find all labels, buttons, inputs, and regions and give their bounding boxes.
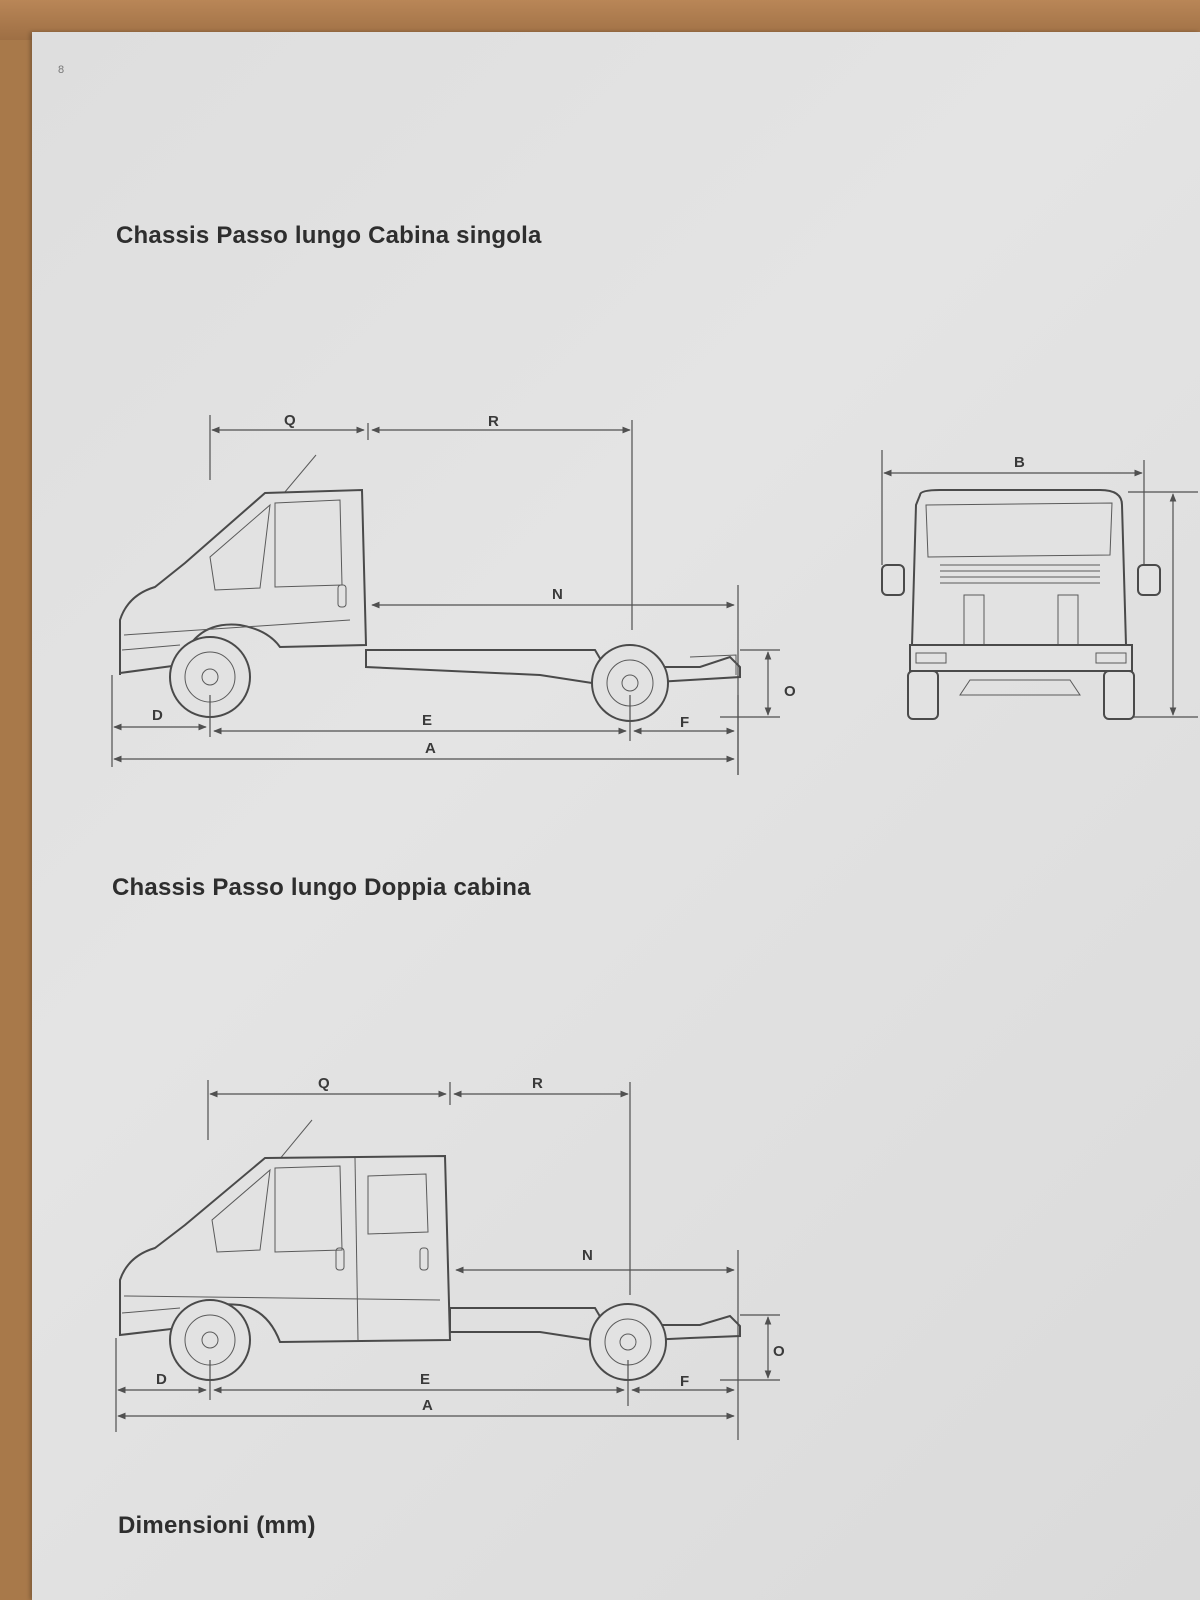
front-view-drawing: B xyxy=(881,450,1198,720)
dim-label-o-visible: O xyxy=(784,683,796,700)
dim-label-d-2: D xyxy=(156,1371,167,1388)
single-cab-side-view-drawing: Q R N D E F A O xyxy=(111,412,780,775)
dim-label-f-2: F xyxy=(680,1373,689,1390)
dim-label-a-2: A xyxy=(422,1397,433,1414)
section-title-double-cab: Chassis Passo lungo Doppia cabina xyxy=(112,874,531,901)
dim-label-e: E xyxy=(422,712,432,729)
dim-label-e-2: E xyxy=(420,1371,430,1388)
dim-label-n: N xyxy=(552,586,563,603)
page-marker: 8 xyxy=(58,64,65,76)
dim-label-o-2: O xyxy=(773,1343,785,1360)
double-cab-side-view-drawing: Q R N O D E F A xyxy=(115,1075,785,1440)
dim-label-b: B xyxy=(1014,454,1025,471)
dim-label-r-2: R xyxy=(532,1075,543,1092)
dim-label-r: R xyxy=(488,413,499,430)
dim-label-f: F xyxy=(680,714,689,731)
single-cab-o-label: O xyxy=(784,683,796,700)
dimensions-heading: Dimensioni (mm) xyxy=(118,1512,316,1539)
section-title-single-cab: Chassis Passo lungo Cabina singola xyxy=(116,222,542,249)
dim-label-a: A xyxy=(425,740,436,757)
dim-label-q: Q xyxy=(284,412,296,429)
dim-label-n-2: N xyxy=(582,1247,593,1264)
dim-label-d: D xyxy=(152,707,163,724)
dim-label-q-2: Q xyxy=(318,1075,330,1092)
